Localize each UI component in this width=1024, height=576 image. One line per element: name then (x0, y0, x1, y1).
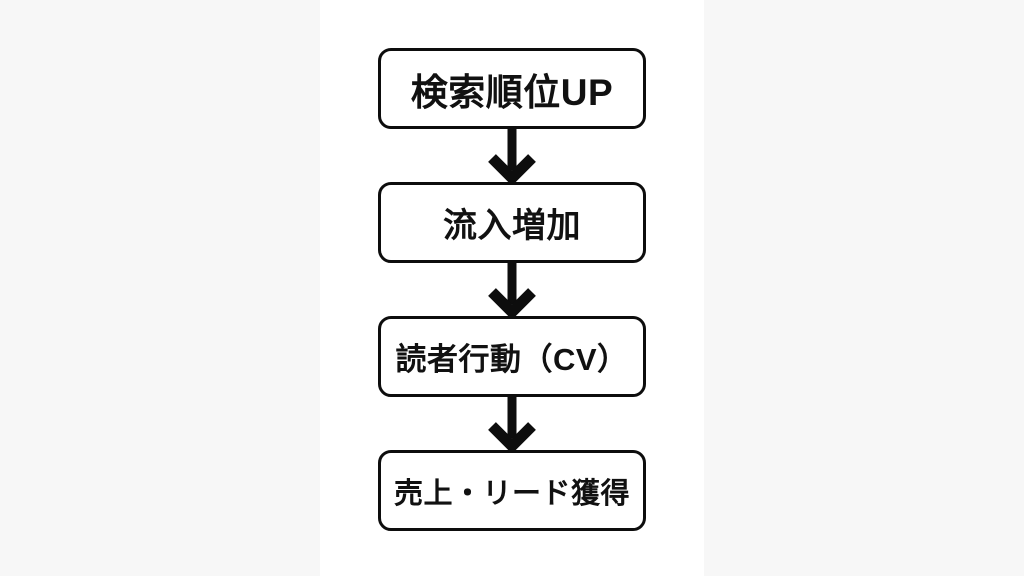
arrow-down-icon (488, 397, 536, 450)
flow-node-label: 読者行動（CV） (395, 342, 629, 377)
flow-node-sales-lead-acquisition: 売上・リード獲得 (378, 450, 646, 531)
flow-node-traffic-increase: 流入増加 (378, 182, 646, 263)
flow-node-label: 売上・リード獲得 (393, 477, 630, 510)
arrow-down-icon (488, 263, 536, 316)
arrow-down-icon (488, 129, 536, 182)
flow-node-label: 流入増加 (443, 207, 581, 245)
flow-node-label: 検索順位UP (410, 71, 614, 113)
flow-node-reader-action-cv: 読者行動（CV） (378, 316, 646, 397)
flow-node-search-ranking-up: 検索順位UP (378, 48, 646, 129)
diagram-panel: 検索順位UP 流入増加 読者行動（CV） 売上・リード獲得 (320, 0, 704, 576)
